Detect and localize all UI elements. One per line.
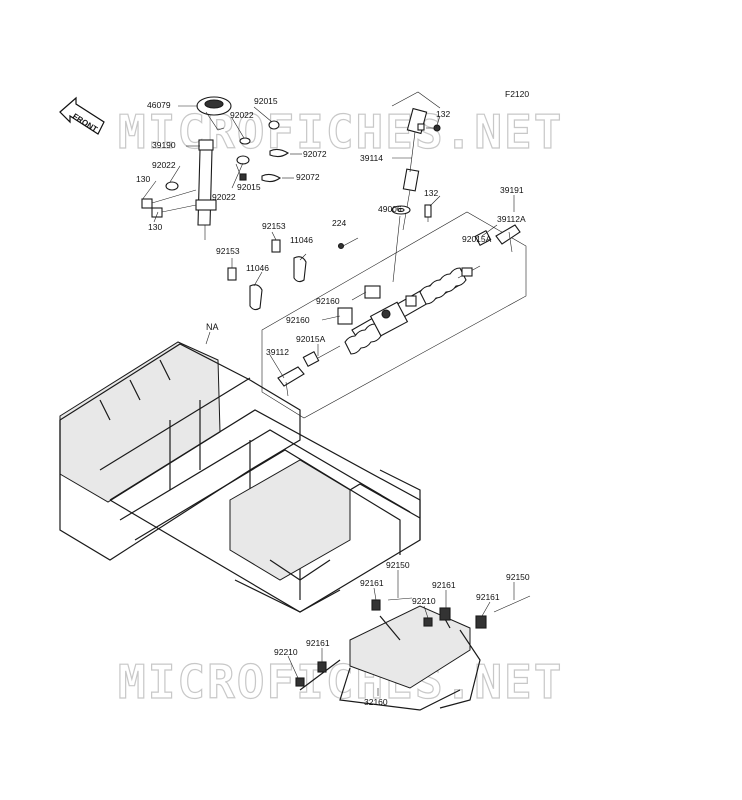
label-39112A: 39112A	[497, 214, 526, 224]
label-92210: 92210	[412, 596, 436, 606]
label-132: 132	[424, 188, 438, 198]
label-NA: NA	[206, 322, 219, 332]
figure-code: F2120	[505, 89, 529, 99]
label-92160: 92160	[316, 296, 340, 306]
label-92022: 92022	[230, 110, 254, 120]
front-arrow-icon: FRONT	[59, 96, 105, 135]
label-49006: 49006	[378, 204, 402, 214]
label-39191: 39191	[500, 185, 524, 195]
steering-gearbox-outline	[261, 211, 527, 419]
label-39112: 39112	[266, 347, 289, 357]
label-130: 130	[136, 174, 150, 184]
label-92160: 92160	[286, 315, 310, 325]
label-92015: 92015	[237, 182, 261, 192]
label-92210: 92210	[274, 647, 298, 657]
leader-lines	[141, 105, 515, 696]
label-92150: 92150	[386, 560, 410, 570]
watermark-top: MICROFICHES.NET	[118, 105, 563, 159]
label-11046: 11046	[246, 263, 269, 273]
label-92015A: 92015A	[462, 234, 492, 244]
label-224: 224	[332, 218, 346, 228]
label-132: 132	[436, 109, 450, 119]
label-92015A: 92015A	[296, 334, 326, 344]
steering-column-assembly	[141, 96, 289, 240]
vehicle-frame	[59, 341, 421, 613]
label-92022: 92022	[152, 160, 176, 170]
watermark-bottom: MICROFICHES.NET	[118, 655, 563, 709]
clamp-brackets	[227, 239, 307, 311]
label-92015: 92015	[254, 96, 278, 106]
label-92072: 92072	[296, 172, 320, 182]
steering-gearbox	[277, 205, 521, 397]
label-92161: 92161	[306, 638, 330, 648]
label-92150: 92150	[506, 572, 530, 582]
part-labels: 46079 92015 92022 39190 92072 92022 130 …	[136, 96, 530, 707]
label-92161: 92161	[360, 578, 384, 588]
label-92161: 92161	[476, 592, 500, 602]
label-92161: 92161	[432, 580, 456, 590]
label-130: 130	[148, 222, 162, 232]
label-92072: 92072	[303, 149, 327, 159]
label-92153: 92153	[216, 246, 240, 256]
label-39114: 39114	[360, 153, 383, 163]
label-39190: 39190	[152, 140, 176, 150]
label-92022: 92022	[212, 192, 236, 202]
label-11046: 11046	[290, 235, 313, 245]
label-32160: 32160	[364, 697, 388, 707]
steering-shaft-assembly	[391, 91, 441, 231]
label-92153: 92153	[262, 221, 286, 231]
label-46079: 46079	[147, 100, 171, 110]
